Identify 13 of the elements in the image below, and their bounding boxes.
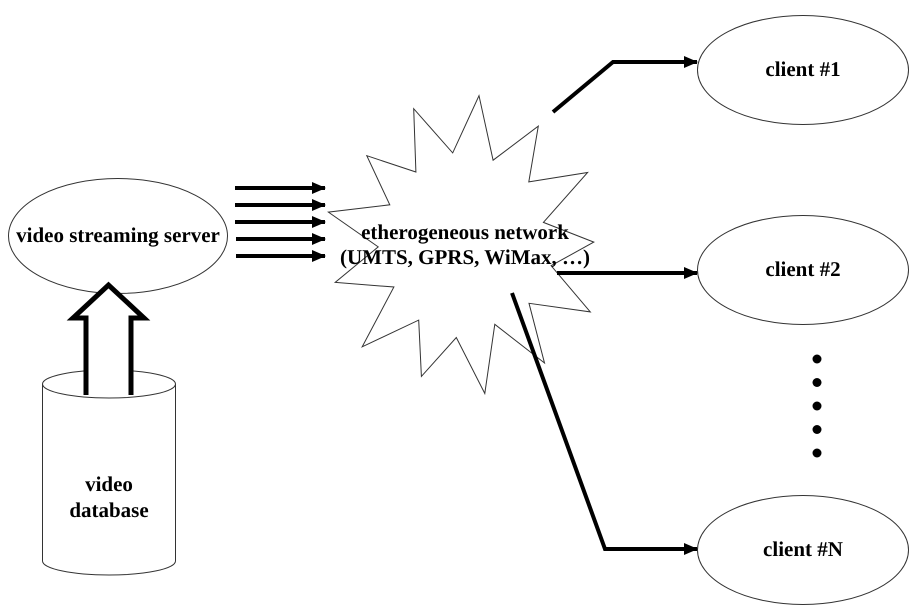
arrow [236,233,326,245]
arrow [235,216,326,228]
node-label: client #2 [764,257,842,283]
arrow [510,292,698,555]
node-label: video streaming server [15,223,221,249]
block-arrow [66,282,150,398]
arrow [552,56,698,114]
arrow [235,182,326,194]
node-label: client #1 [764,57,842,83]
node-label: client #N [762,537,844,563]
node-label: video database [68,472,150,523]
arrow [236,250,326,262]
arrow [235,199,326,211]
